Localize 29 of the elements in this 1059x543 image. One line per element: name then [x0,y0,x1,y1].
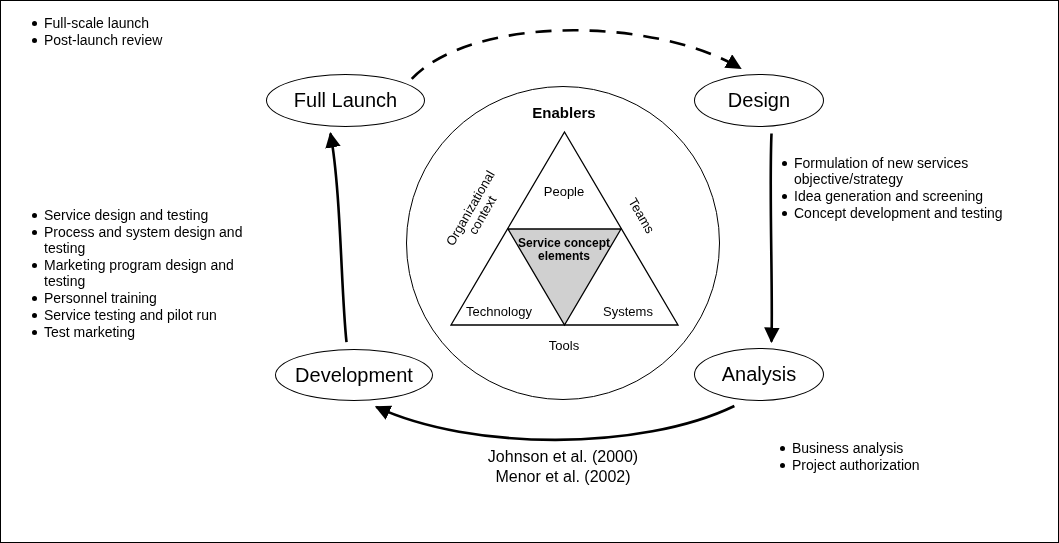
cycle-arrow [325,131,348,343]
element-label: Systems [603,304,653,320]
bullet-item: Service testing and pilot run [44,307,217,323]
citation-text: Menor et al. (2002) [495,467,631,487]
element-label: Technology [466,304,532,320]
heading-label: Enablers [532,104,596,122]
bullet-item: Concept development and testing [794,205,1003,221]
element-label: People [543,184,585,200]
bullet-item: Service design and testing [44,207,209,223]
bullet-item: Process and system design and testing [44,224,243,256]
citation-text: Johnson et al. (2000) [487,447,639,467]
stage-label: Development [295,363,413,387]
bullet-item: Idea generation and screening [794,188,984,204]
stage-label: Analysis [721,363,797,386]
stage-label: Design [727,89,791,112]
bullet-item: Formulation of new services objective/strategy [794,155,969,187]
bullet-item: Full-scale launch [44,15,150,31]
cycle-arrow [410,29,742,80]
bullet-item: Project authorization [792,457,920,473]
concept-label: Service concept elements [516,236,611,264]
cycle-arrow [764,133,780,344]
bullet-item: Post-launch review [44,32,163,48]
bullet-item: Personnel training [44,290,157,306]
stage-label: Full Launch [293,89,398,112]
bullet-item: Business analysis [792,440,904,456]
cycle-arrow [374,404,735,442]
bullet-item: Test marketing [44,324,136,340]
side-label: Tools [548,338,580,354]
bullet-item: Marketing program design and testing [44,257,234,289]
